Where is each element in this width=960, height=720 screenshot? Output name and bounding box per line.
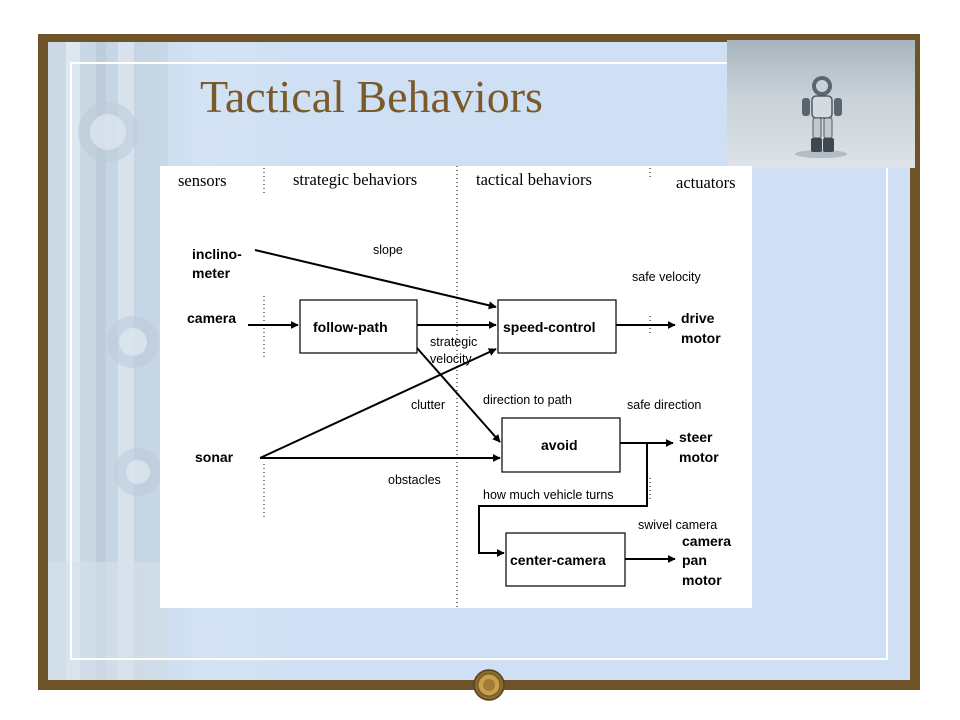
box-speed-control-label: speed-control <box>503 319 596 335</box>
column-header-actuators: actuators <box>676 173 736 192</box>
box-center-camera-label: center-camera <box>510 552 606 568</box>
actuator-steer-line2: motor <box>679 449 719 465</box>
label-strategic-line1: strategic <box>430 335 477 349</box>
sensor-inclinometer-line2: meter <box>192 265 231 281</box>
inner-border <box>70 62 888 660</box>
label-clutter: clutter <box>411 398 445 412</box>
box-follow-path-label: follow-path <box>313 319 388 335</box>
box-avoid-label: avoid <box>541 437 578 453</box>
label-slope: slope <box>373 243 403 257</box>
actuator-drive-line1: drive <box>681 310 715 326</box>
column-header-strategic: strategic behaviors <box>293 170 417 189</box>
box-follow-path <box>299 299 418 354</box>
slide-title: Tactical Behaviors <box>200 71 543 122</box>
label-safe-direction: safe direction <box>627 398 701 412</box>
university-seal <box>473 669 505 701</box>
label-strategic-line2: velocity <box>430 352 472 366</box>
sensor-sonar: sonar <box>195 449 234 465</box>
label-safe-velocity: safe velocity <box>632 270 702 284</box>
actuator-drive-line2: motor <box>681 330 721 346</box>
actuator-steer-line1: steer <box>679 429 713 445</box>
actuator-camera-line3: motor <box>682 572 722 588</box>
actuator-camera-line1: camera <box>682 533 731 549</box>
robot-photo <box>727 40 915 168</box>
column-decoration <box>48 42 168 680</box>
label-obstacles: obstacles <box>388 473 441 487</box>
arrow-sonar-to-speed-control <box>259 348 497 459</box>
tactical-behaviors-diagram: sensors strategic behaviors tactical beh… <box>160 166 752 608</box>
sensor-inclinometer-line1: inclino- <box>192 246 242 262</box>
column-header-tactical: tactical behaviors <box>476 170 592 189</box>
label-direction-to-path: direction to path <box>483 393 572 407</box>
arrow-avoid-to-center-camera <box>478 443 648 557</box>
box-avoid <box>501 417 621 473</box>
arrow-inclinometer-to-speed-control <box>254 249 497 310</box>
box-center-camera <box>505 532 626 587</box>
label-swivel-camera: swivel camera <box>638 518 717 532</box>
actuator-camera-line2: pan <box>682 552 707 568</box>
label-how-much-vehicle-turns: how much vehicle turns <box>483 488 614 502</box>
arrow-follow-path-to-avoid <box>416 347 501 443</box>
column-header-sensors: sensors <box>178 171 227 190</box>
sensor-camera: camera <box>187 310 236 326</box>
box-speed-control <box>497 299 617 354</box>
